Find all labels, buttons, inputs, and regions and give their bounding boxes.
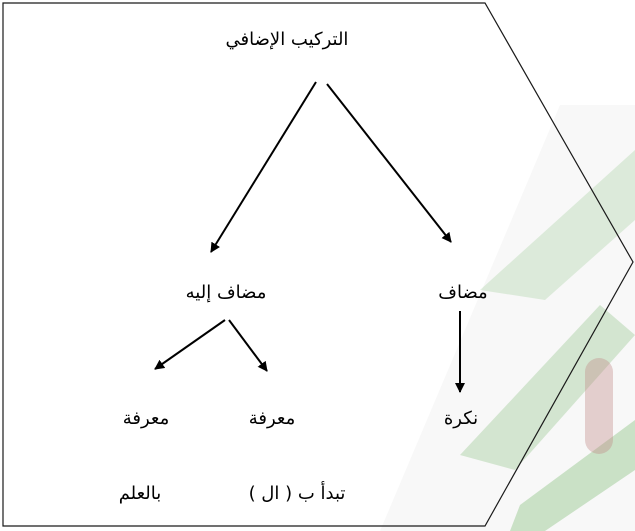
marifa-right-label: معرفة xyxy=(249,408,296,429)
root-label: التركيب الإضافي xyxy=(226,29,349,50)
note-right-label: تبدأ ب ( ال ) xyxy=(249,481,346,504)
mudaf-label: مضاف xyxy=(438,282,487,303)
marifa-left-label: معرفة xyxy=(123,408,170,429)
arrow-mudaf-ilayh-to-marifa-right xyxy=(228,319,268,372)
note-left-label: بالعلم xyxy=(119,483,162,504)
arrow-mudaf-ilayh-to-marifa-left xyxy=(154,319,226,370)
mudaf-ilayh-label: مضاف إليه xyxy=(186,282,267,303)
arrow-root-to-mudaf-ilayh xyxy=(210,81,317,253)
watermark-emblem-icon xyxy=(380,105,635,531)
arrow-root-to-mudaf xyxy=(326,83,452,243)
nakira-label: نكرة xyxy=(444,408,478,429)
